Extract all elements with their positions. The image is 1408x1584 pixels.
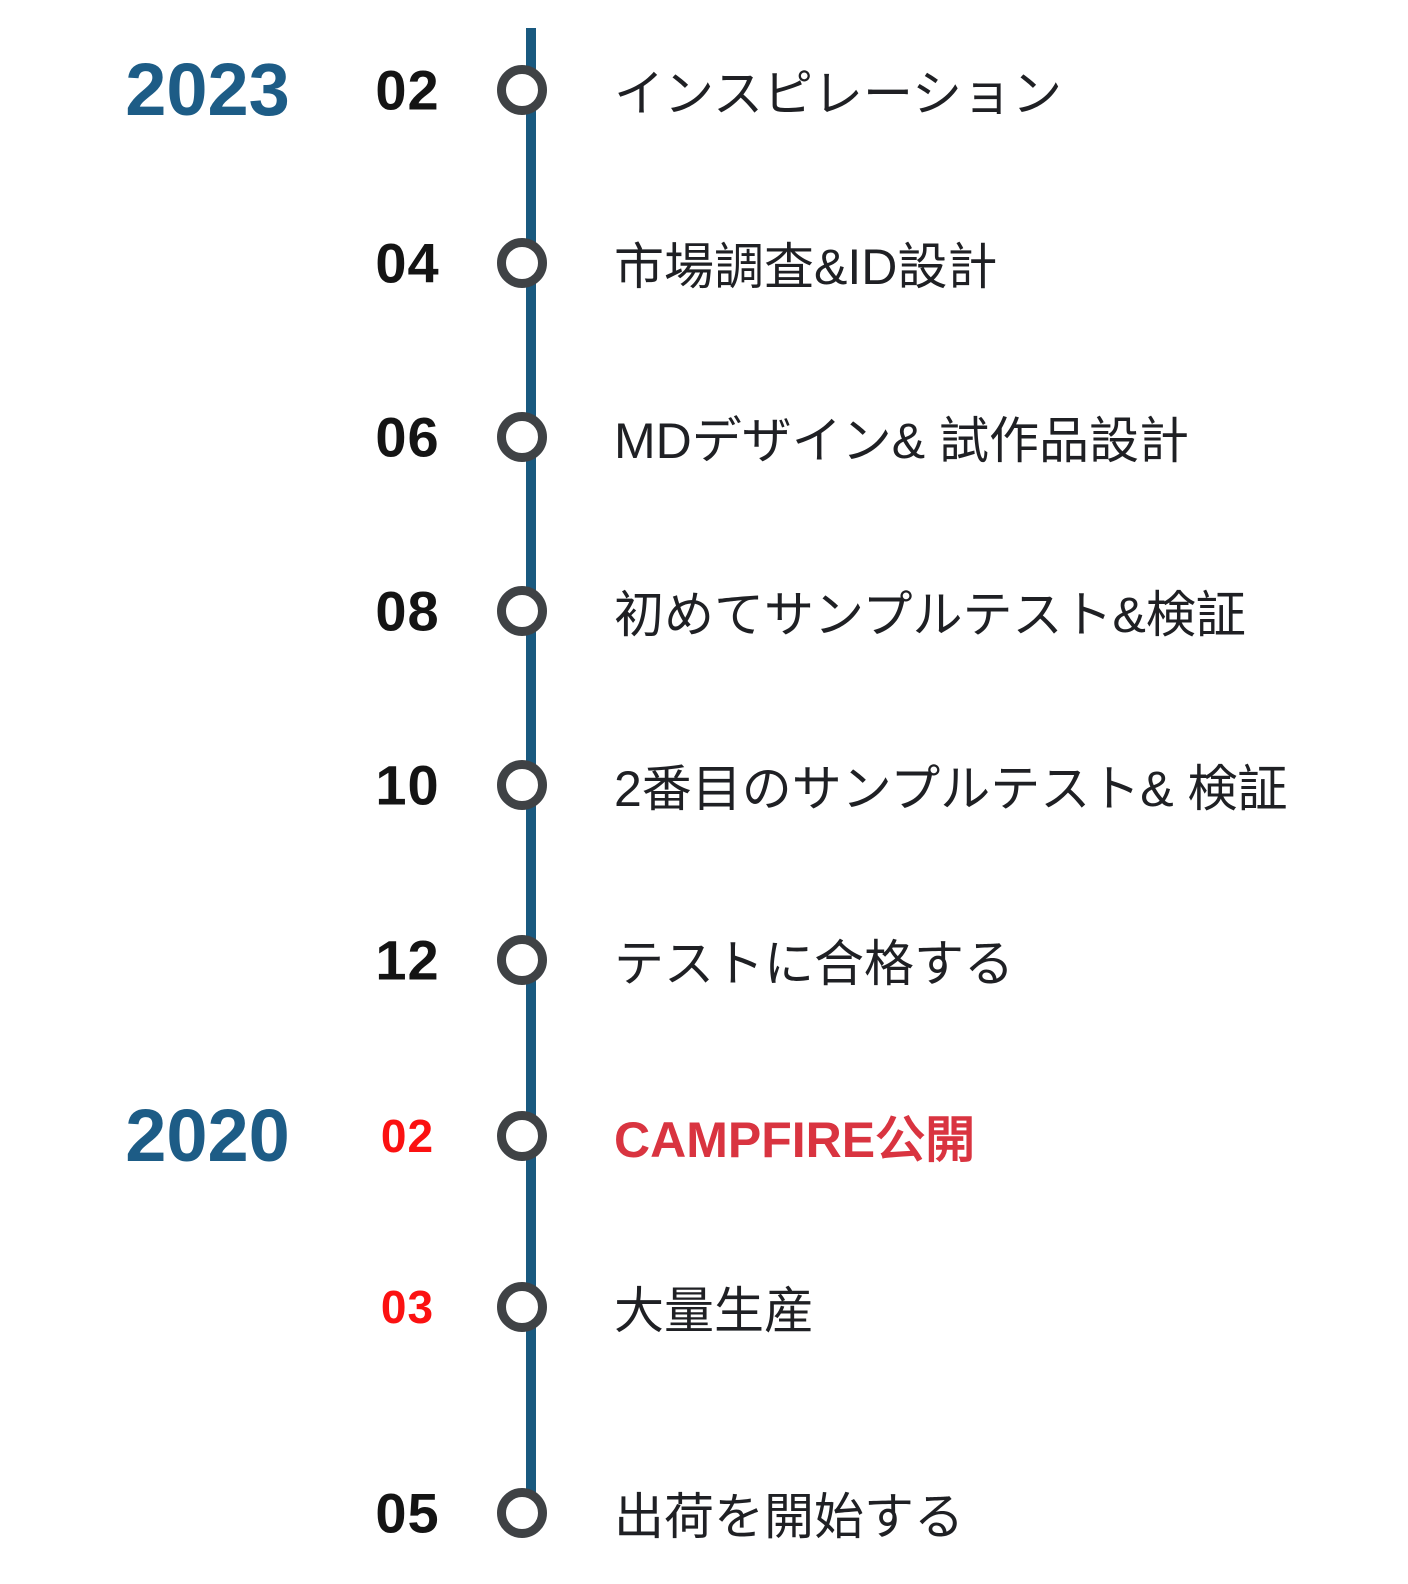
event-label: CAMPFIRE公開 xyxy=(614,1112,976,1168)
event-month: 08 xyxy=(375,579,440,643)
timeline-node-circle xyxy=(497,1282,547,1332)
timeline-event-row: 03 大量生産 xyxy=(0,1267,1408,1347)
event-label: 初めてサンプルテスト&検証 xyxy=(614,587,1246,643)
event-label: 2番目のサンプルテスト& 検証 xyxy=(614,761,1288,817)
timeline-node-circle xyxy=(497,586,547,636)
timeline-event-row: 08 初めてサンプルテスト&検証 xyxy=(0,571,1408,651)
timeline-event-row: 06 MDデザイン& 試作品設計 xyxy=(0,397,1408,477)
event-month: 06 xyxy=(375,405,440,469)
event-label: インスピレーション xyxy=(614,66,1062,122)
event-month: 02 xyxy=(375,58,440,122)
timeline-event-row: 10 2番目のサンプルテスト& 検証 xyxy=(0,745,1408,825)
event-month: 04 xyxy=(375,231,440,295)
event-month: 05 xyxy=(375,1481,440,1545)
timeline-event-row: 12 テストに合格する xyxy=(0,920,1408,1000)
timeline-event-row: 05 出荷を開始する xyxy=(0,1473,1408,1553)
timeline-node-circle xyxy=(497,935,547,985)
timeline-event-row: 04 市場調査&ID設計 xyxy=(0,223,1408,303)
event-month: 10 xyxy=(375,753,440,817)
event-month: 12 xyxy=(375,928,440,992)
timeline-node-circle xyxy=(497,65,547,115)
event-label: テストに合格する xyxy=(614,936,1014,992)
event-label: 大量生産 xyxy=(614,1283,814,1339)
event-label: MDデザイン& 試作品設計 xyxy=(614,413,1189,469)
timeline-node-circle xyxy=(497,238,547,288)
year-marker-2023: 2023 xyxy=(125,48,290,131)
timeline-event-row: 02 CAMPFIRE公開 xyxy=(0,1096,1408,1176)
timeline-node-circle xyxy=(497,412,547,462)
timeline-node-circle xyxy=(497,1488,547,1538)
event-month: 02 xyxy=(380,1110,435,1162)
event-label: 市場調査&ID設計 xyxy=(614,239,998,295)
year-marker-2020: 2020 xyxy=(125,1094,290,1177)
event-label: 出荷を開始する xyxy=(614,1489,964,1545)
timeline-node-circle xyxy=(497,1111,547,1161)
event-month: 03 xyxy=(380,1281,435,1333)
timeline-event-row: 02 インスピレーション xyxy=(0,50,1408,130)
timeline-node-circle xyxy=(497,760,547,810)
